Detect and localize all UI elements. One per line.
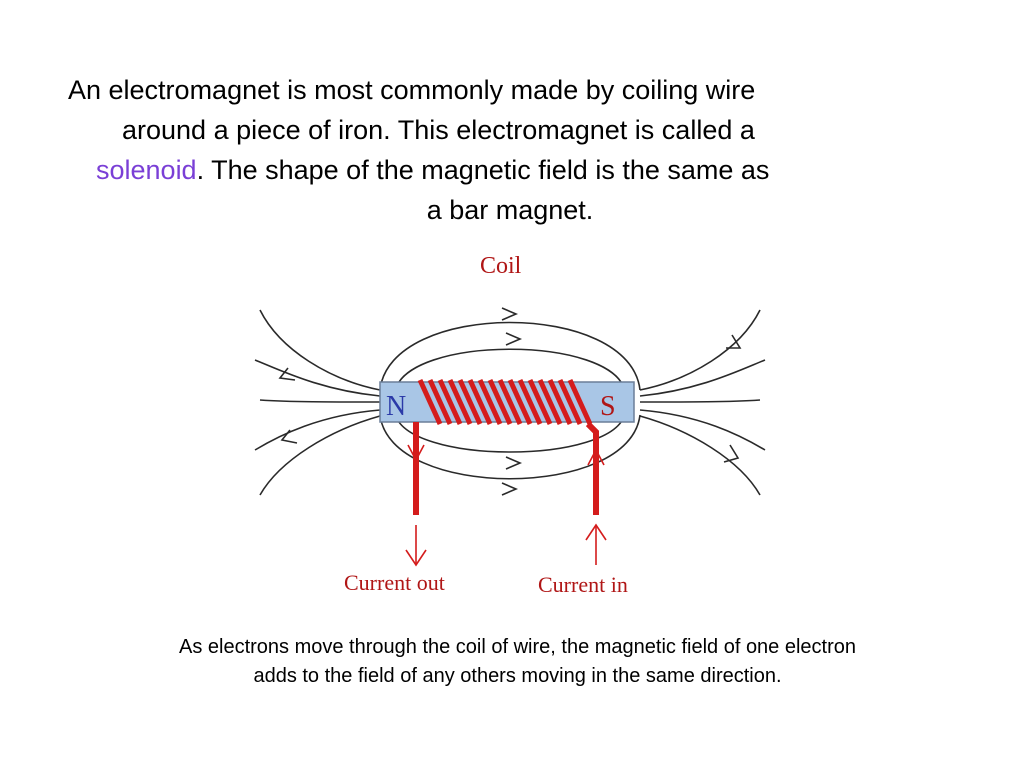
wire-leads: [413, 421, 599, 515]
main-paragraph: An electromagnet is most commonly made b…: [60, 70, 960, 230]
field-line-lower-outer: [379, 414, 641, 480]
field-arrow-left-2: [280, 429, 298, 444]
field-arrow-bottom-1: [505, 456, 523, 470]
field-line-right-3: [639, 399, 761, 403]
paragraph-line-2: around a piece of iron. This electromagn…: [122, 115, 755, 145]
solenoid-diagram: Coil N S Current out Current in: [240, 240, 780, 610]
coil-winding: [527, 378, 553, 426]
coil-windings: [417, 378, 593, 426]
coil-winding: [417, 378, 443, 426]
field-line-left-2: [254, 359, 381, 397]
coil-winding: [437, 378, 463, 426]
current-arrows: [405, 444, 607, 567]
field-arrow-top-2: [505, 332, 523, 346]
coil-winding: [447, 378, 473, 426]
caption-line-2: adds to the field of any others moving i…: [253, 665, 782, 687]
field-arrow-right-1: [726, 334, 742, 349]
coil-winding: [457, 378, 483, 426]
field-arrow-left-1: [278, 367, 296, 381]
paragraph-line-3: solenoid. The shape of the magnetic fiel…: [60, 150, 960, 190]
south-pole-label: S: [600, 391, 616, 422]
coil-winding: [557, 378, 583, 426]
field-line-upper-inner: [394, 348, 626, 393]
paragraph-line-4: a bar magnet.: [426, 195, 594, 225]
coil-winding: [547, 378, 573, 426]
field-line-right-2: [639, 359, 766, 397]
coil-winding: [507, 378, 533, 426]
solenoid-diagram-svg: Coil N S Current out Current in: [254, 253, 766, 597]
coil-winding: [477, 378, 503, 426]
arrow-current-in-head: [585, 523, 607, 541]
field-line-lower-inner: [394, 412, 626, 453]
field-line-right-4: [639, 409, 766, 451]
current-in-label: Current in: [538, 572, 628, 597]
magnetic-field-lines: [254, 307, 766, 496]
coil-label: Coil: [480, 253, 522, 279]
field-line-upper-outer: [379, 321, 641, 391]
coil-winding: [497, 378, 523, 426]
caption: As electrons move through the coil of wi…: [60, 633, 975, 691]
current-out-label: Current out: [344, 570, 445, 595]
arrow-down-on-lead: [407, 444, 425, 462]
coil-winding: [487, 378, 513, 426]
field-arrow-top-1: [501, 307, 519, 321]
coil-winding: [517, 378, 543, 426]
coil-winding: [427, 378, 453, 426]
field-line-right-1: [639, 309, 761, 391]
coil-winding: [537, 378, 563, 426]
field-line-left-5: [259, 415, 381, 496]
arrow-current-out-head: [405, 549, 427, 567]
lead-current-in: [585, 421, 599, 515]
field-line-right-5: [639, 415, 761, 496]
paragraph-line-3-rest: . The shape of the magnetic field is the…: [196, 155, 770, 185]
field-line-left-1: [259, 309, 381, 391]
north-pole-label: N: [386, 391, 406, 422]
arrow-up-on-lead: [587, 448, 605, 466]
coil-winding: [567, 378, 593, 426]
coil-winding: [467, 378, 493, 426]
caption-line-1: As electrons move through the coil of wi…: [178, 636, 857, 658]
field-arrow-bottom-2: [501, 482, 519, 496]
field-arrow-right-2: [723, 444, 740, 463]
field-line-left-4: [254, 409, 381, 451]
paragraph-line-1: An electromagnet is most commonly made b…: [68, 75, 756, 105]
solenoid-term: solenoid: [96, 155, 197, 185]
field-line-left-3: [259, 399, 381, 403]
